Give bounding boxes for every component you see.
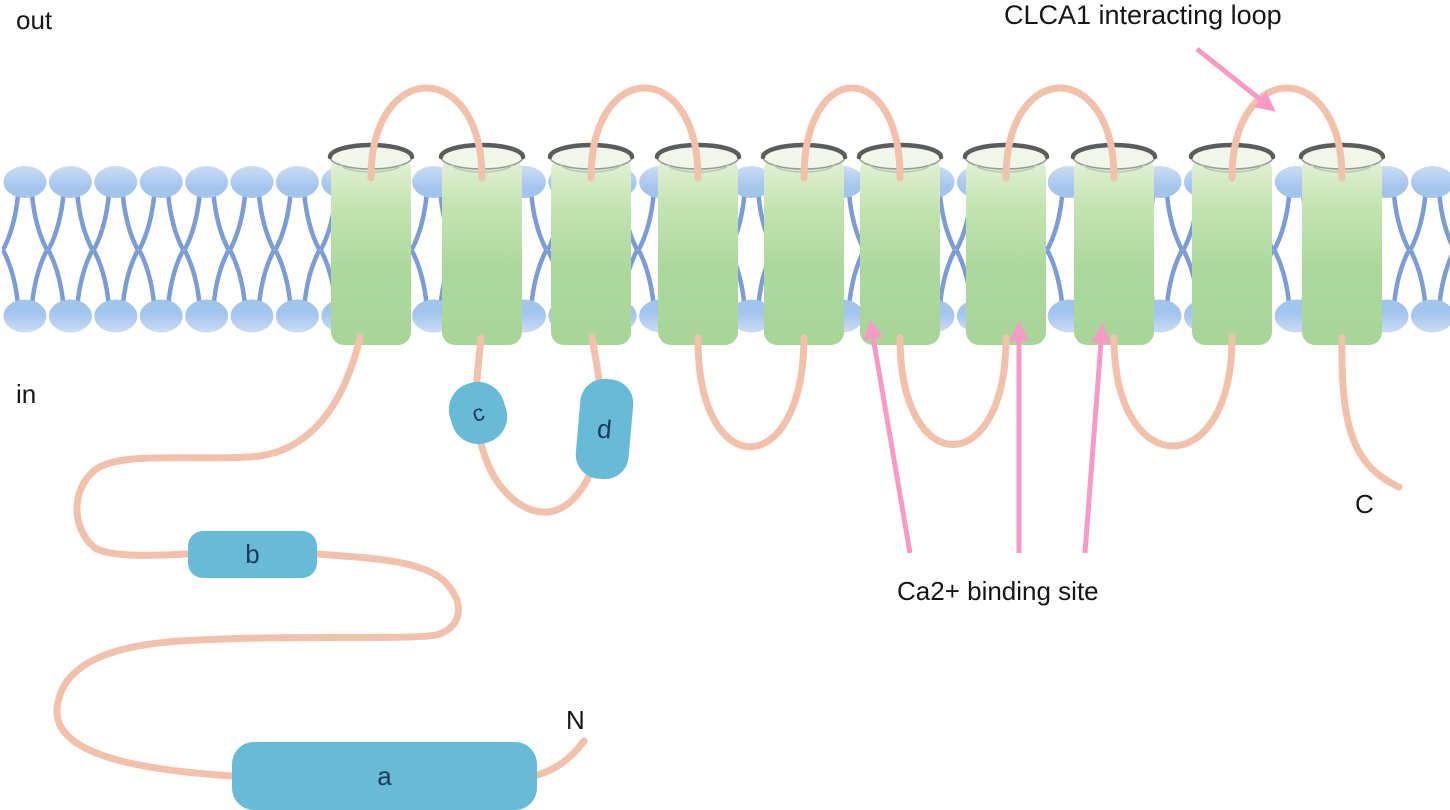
intracellular-loop (694, 334, 808, 451)
out-side-label: out (16, 5, 53, 35)
domain-a-box: a (232, 742, 537, 810)
domain-c-label: c (468, 398, 488, 427)
n-tail-lower (53, 550, 462, 780)
domain-b-label: b (245, 539, 260, 569)
ca-binding-arrow (863, 319, 913, 554)
lipid-pair (183, 166, 230, 333)
in-side-label: in (16, 379, 37, 409)
ca-binding-arrow (1082, 323, 1111, 554)
c-terminus-tail (1338, 334, 1403, 491)
lipid-pair (92, 166, 140, 333)
domain-a-label: a (377, 760, 392, 791)
n-terminus-stub (533, 737, 588, 779)
lipid-pair (1409, 166, 1450, 333)
peptide-strand (53, 84, 1403, 780)
extracellular-loop (587, 84, 702, 182)
lipid-pair (47, 166, 94, 333)
lipid-pair (274, 166, 321, 333)
domain-b-box: b (188, 531, 317, 578)
extracellular-loop (800, 84, 904, 182)
lipid-pair (1, 166, 49, 333)
tm-helix (1188, 142, 1276, 345)
annotation-arrows (863, 47, 1276, 554)
tm-helices (327, 142, 1386, 345)
extracellular-loop (1228, 84, 1346, 182)
clca1-loop-arrow (1195, 47, 1276, 112)
clca1-loop-annotation: CLCA1 interacting loop (1004, 0, 1282, 30)
extracellular-loop (367, 84, 486, 182)
c-terminus-label: C (1355, 489, 1374, 519)
n-tail-upper (73, 334, 364, 559)
lipid-pair (137, 166, 185, 333)
domain-d-label: d (596, 412, 614, 445)
intracellular-loop (1110, 334, 1236, 450)
n-terminus-label: N (566, 705, 585, 735)
intracellular-loop (896, 334, 1010, 448)
ca-binding-annotation: Ca2+ binding site (897, 576, 1099, 606)
lipid-pair (228, 166, 276, 333)
domain-d-box: d (573, 376, 636, 482)
extracellular-loop (1002, 84, 1118, 182)
tm-helix (547, 142, 635, 345)
